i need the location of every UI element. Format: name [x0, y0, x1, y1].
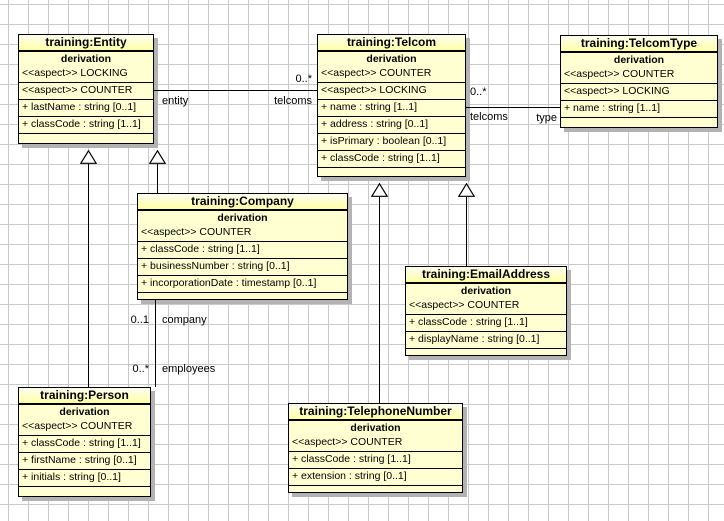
class-stereotype: derivation: [613, 54, 665, 66]
association-line-telcom-type[interactable]: [466, 107, 560, 108]
association-label: 0..*: [132, 363, 149, 375]
class-aspect-row: <<aspect>> COUNTER: [289, 435, 462, 452]
class-stereotype: derivation: [59, 406, 110, 418]
class-aspect-row: <<aspect>> COUNTER: [138, 225, 347, 242]
class-attribute-row: + extension : string [0..1]: [289, 469, 462, 486]
class-aspect-row: <<aspect>> COUNTER: [19, 83, 153, 100]
class-attribute-row: + address : string [0..1]: [318, 117, 465, 134]
class-attribute-row: + classCode : string [1..1]: [138, 242, 347, 259]
association-label: 0..*: [295, 73, 312, 85]
class-attribute-row: + classCode : string [1..1]: [318, 151, 465, 168]
class-aspect-row: <<aspect>> COUNTER: [406, 298, 566, 315]
association-label: entity: [162, 95, 189, 107]
association-label: telcoms: [274, 95, 312, 107]
class-aspect-row: <<aspect>> COUNTER: [561, 67, 717, 84]
class-title: training:Company: [138, 194, 347, 211]
generalization-line-company-to-entity[interactable]: [157, 164, 158, 193]
class-attribute-row: + firstName : string [0..1]: [19, 453, 150, 470]
class-attribute-row: + name : string [1..1]: [318, 100, 465, 117]
class-stereotype: derivation: [460, 285, 512, 297]
association-label: 0..*: [470, 86, 487, 98]
class-attribute-row: + initials : string [0..1]: [19, 470, 150, 487]
generalization-line-person-to-entity[interactable]: [88, 164, 89, 387]
class-aspect-row: <<aspect>> LOCKING: [561, 84, 717, 101]
generalization-arrow-icon: [80, 150, 97, 164]
class-attribute-row: + isPrimary : boolean [0..1]: [318, 134, 465, 151]
class-attribute-row: + classCode : string [1..1]: [406, 315, 566, 332]
association-label: company: [162, 314, 207, 326]
class-attribute-row: + businessNumber : string [0..1]: [138, 259, 347, 276]
class-title: training:Telcom: [318, 35, 465, 52]
class-stereotype: derivation: [366, 53, 417, 65]
class-attribute-row: + name : string [1..1]: [561, 101, 717, 118]
association-label: 0..1: [130, 314, 149, 326]
generalization-arrow-icon: [458, 183, 475, 197]
association-label: telcoms: [470, 111, 508, 123]
generalization-line-telephonenumber-to-telcom[interactable]: [379, 197, 380, 403]
class-attribute-row: + incorporationDate : timestamp [0..1]: [138, 276, 347, 293]
class-title: training:TelephoneNumber: [289, 404, 462, 421]
generalization-arrow-icon: [149, 150, 166, 164]
class-stereotype: derivation: [60, 53, 112, 65]
class-title: training:TelcomType: [561, 36, 717, 53]
association-label: employees: [162, 363, 216, 375]
class-attribute-row: + lastName : string [0..1]: [19, 100, 153, 117]
class-aspect-row: <<aspect>> COUNTER: [318, 66, 465, 83]
class-aspect-row: <<aspect>> LOCKING: [318, 83, 465, 100]
class-title: training:Person: [19, 388, 150, 405]
class-stereotype: derivation: [350, 422, 401, 434]
association-line-company-employees[interactable]: [155, 300, 156, 387]
association-line-entity-telcoms[interactable]: [154, 90, 317, 91]
class-stereotype: derivation: [217, 212, 268, 224]
association-label: type: [536, 112, 557, 124]
class-attribute-row: + classCode : string [1..1]: [19, 436, 150, 453]
generalization-arrow-icon: [371, 183, 388, 197]
class-attribute-row: + classCode : string [1..1]: [19, 117, 153, 134]
generalization-line-emailaddress-to-telcom[interactable]: [466, 197, 467, 266]
class-title: training:Entity: [19, 35, 153, 52]
class-attribute-row: + displayName : string [0..1]: [406, 332, 566, 349]
class-aspect-row: <<aspect>> COUNTER: [19, 419, 150, 436]
class-aspect-row: <<aspect>> LOCKING: [19, 66, 153, 83]
class-attribute-row: + classCode : string [1..1]: [289, 452, 462, 469]
class-title: training:EmailAddress: [406, 267, 566, 284]
